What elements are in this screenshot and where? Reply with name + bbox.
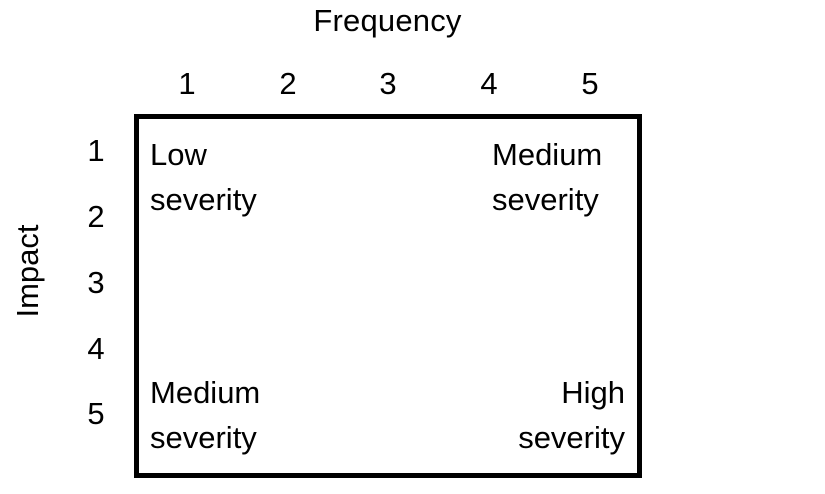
x-axis-tick-group: 1 2 3 4 5 xyxy=(134,64,642,106)
quadrant-top-right-line1: Medium xyxy=(492,137,603,172)
matrix-plot-area: Low severity Medium severity Medium seve… xyxy=(134,114,642,478)
y-axis-tick-1: 1 xyxy=(87,133,105,168)
x-axis-tick-3: 3 xyxy=(379,66,397,101)
y-axis-tick-5: 5 xyxy=(87,396,105,431)
quadrant-bottom-right-line1: High xyxy=(561,375,625,410)
x-axis-tick-1: 1 xyxy=(178,66,196,101)
x-axis-tick-4: 4 xyxy=(480,66,498,101)
quadrant-bottom-right: High severity xyxy=(518,370,625,460)
quadrant-bottom-left-line1: Medium xyxy=(150,375,261,410)
quadrant-top-left-line1: Low xyxy=(150,137,207,172)
quadrant-bottom-left: Medium severity xyxy=(150,370,260,460)
quadrant-top-right: Medium severity xyxy=(492,132,602,222)
y-axis-tick-2: 2 xyxy=(87,199,105,234)
x-axis-title: Frequency xyxy=(313,3,462,38)
quadrant-bottom-left-line2: severity xyxy=(150,420,257,455)
y-axis-tick-3: 3 xyxy=(87,265,105,300)
quadrant-top-right-line2: severity xyxy=(492,182,599,217)
y-axis-tick-4: 4 xyxy=(87,331,105,366)
y-axis-tick-group: 1 2 3 4 5 xyxy=(70,114,122,478)
y-axis-title: Impact xyxy=(10,224,45,318)
x-axis-tick-5: 5 xyxy=(581,66,599,101)
x-axis-tick-2: 2 xyxy=(279,66,297,101)
quadrant-top-left: Low severity xyxy=(150,132,257,222)
quadrant-bottom-right-line2: severity xyxy=(518,420,625,455)
quadrant-top-left-line2: severity xyxy=(150,182,257,217)
